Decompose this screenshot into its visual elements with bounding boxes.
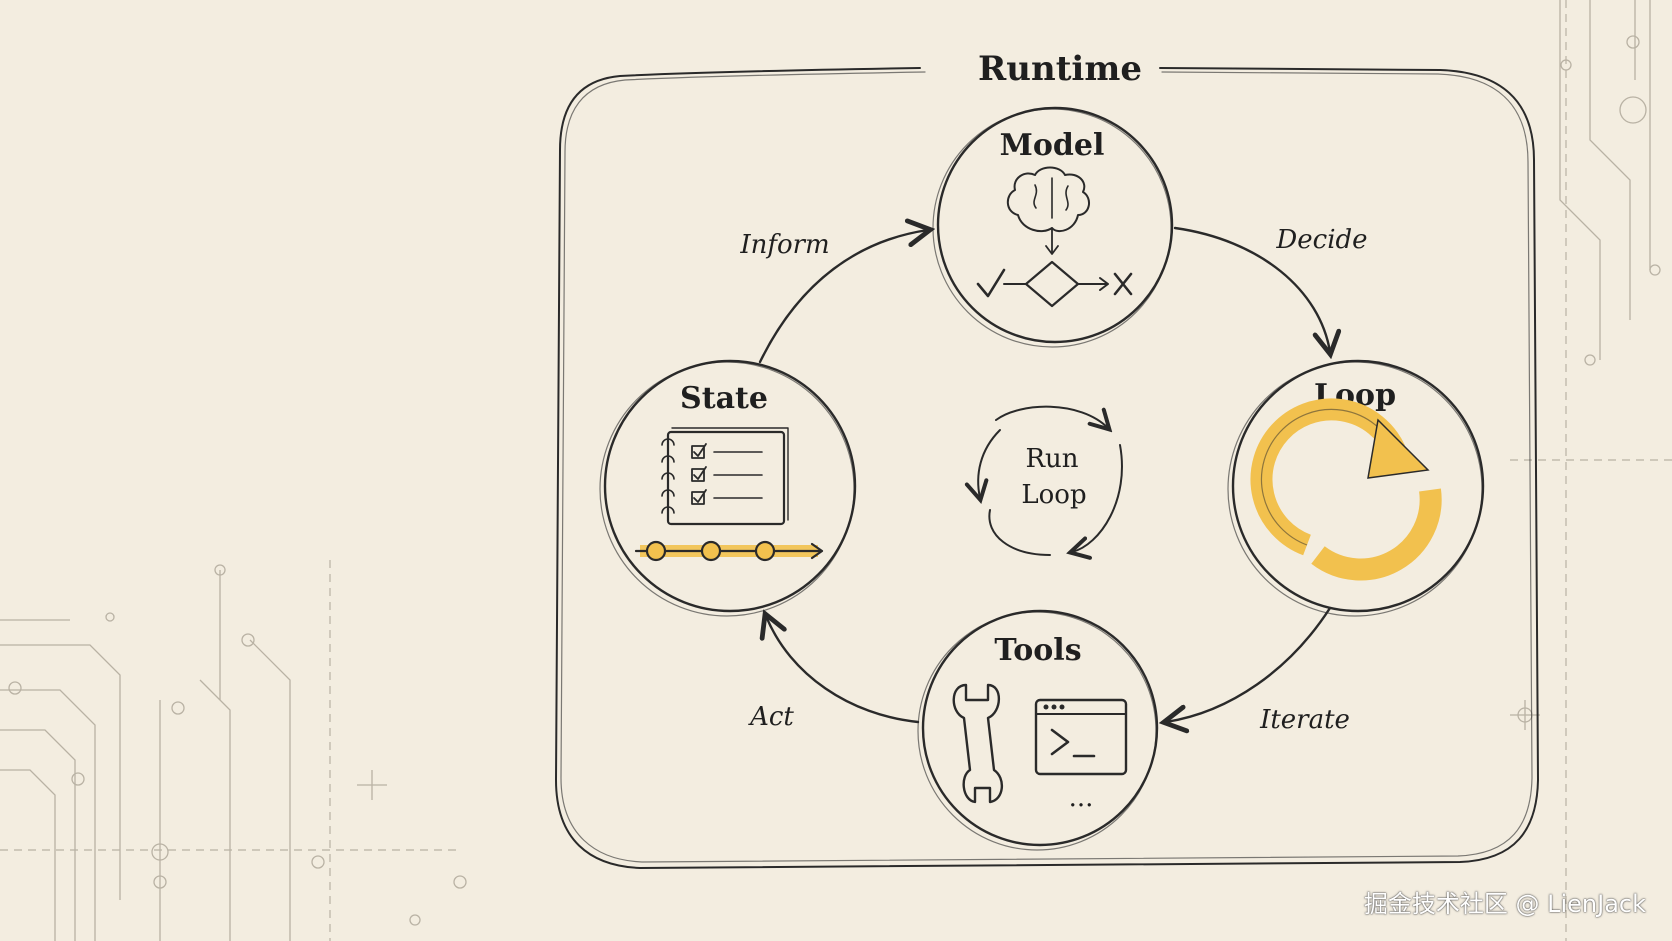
wrench-icon — [952, 683, 1003, 804]
cross-icon — [1113, 272, 1133, 296]
tools-ellipsis: ... — [1069, 783, 1094, 813]
brain-icon — [1006, 166, 1090, 255]
circuit-decoration-left — [0, 560, 467, 941]
node-tools: Tools ... — [917, 609, 1159, 851]
runtime-frame: Runtime — [555, 49, 1539, 869]
node-state: State — [599, 359, 857, 617]
edge-label-act: Act — [748, 702, 794, 732]
checklist-notebook-icon — [661, 427, 789, 526]
edge-label-decide: Decide — [1275, 225, 1367, 255]
node-loop: Loop — [1227, 359, 1485, 617]
timeline-icon — [634, 540, 824, 562]
arrow-iterate — [1166, 606, 1332, 722]
center-label-loop: Loop — [1021, 480, 1086, 510]
node-label-model: Model — [1000, 128, 1105, 163]
cycle-arrows — [758, 226, 1332, 724]
center-arc-bottom — [988, 509, 1051, 556]
decision-icon — [976, 260, 1133, 308]
node-label-state: State — [680, 381, 768, 416]
refresh-cycle-icon — [1250, 398, 1442, 581]
arrow-act — [766, 616, 920, 724]
circuit-decoration-right — [1510, 0, 1672, 941]
arrow-inform — [758, 230, 928, 364]
terminal-icon — [1034, 698, 1128, 776]
center-run-loop: Run Loop — [978, 405, 1123, 556]
runtime-title: Runtime — [978, 49, 1142, 89]
arrow-decide — [1173, 226, 1330, 352]
node-label-tools: Tools — [994, 633, 1081, 668]
watermark: 掘金技术社区 @ LienJack — [1363, 890, 1646, 918]
check-icon — [976, 268, 1006, 298]
center-arrow-top — [995, 405, 1108, 428]
center-label-run: Run — [1025, 444, 1078, 474]
edge-label-inform: Inform — [739, 230, 829, 260]
center-arrow-left — [978, 429, 1001, 498]
edge-label-iterate: Iterate — [1259, 705, 1350, 735]
center-arrow-right — [1072, 444, 1123, 552]
node-model: Model — [932, 106, 1174, 348]
